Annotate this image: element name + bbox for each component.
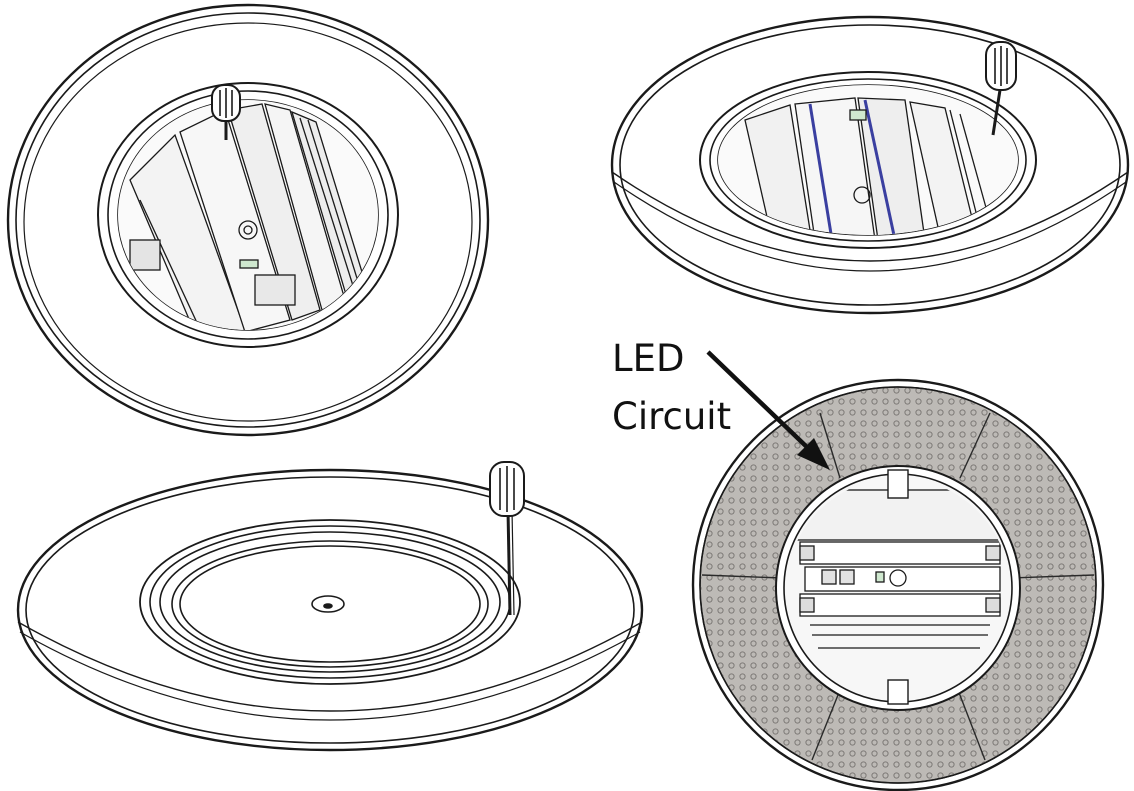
callout-line-2: Circuit	[612, 395, 732, 438]
fixture-closed-view	[16, 461, 644, 752]
screwdriver-icon	[489, 461, 525, 616]
callout-line-1: LED	[612, 337, 685, 380]
fixture-tilted-view	[610, 15, 1130, 315]
screwdriver-icon	[211, 84, 241, 140]
screwdriver-icon	[985, 41, 1017, 136]
fixture-open-view	[6, 3, 490, 437]
led-circuit-view	[691, 378, 1105, 791]
led-circuit-callout: LED Circuit	[612, 330, 731, 446]
callout-arrow-icon	[706, 350, 830, 470]
